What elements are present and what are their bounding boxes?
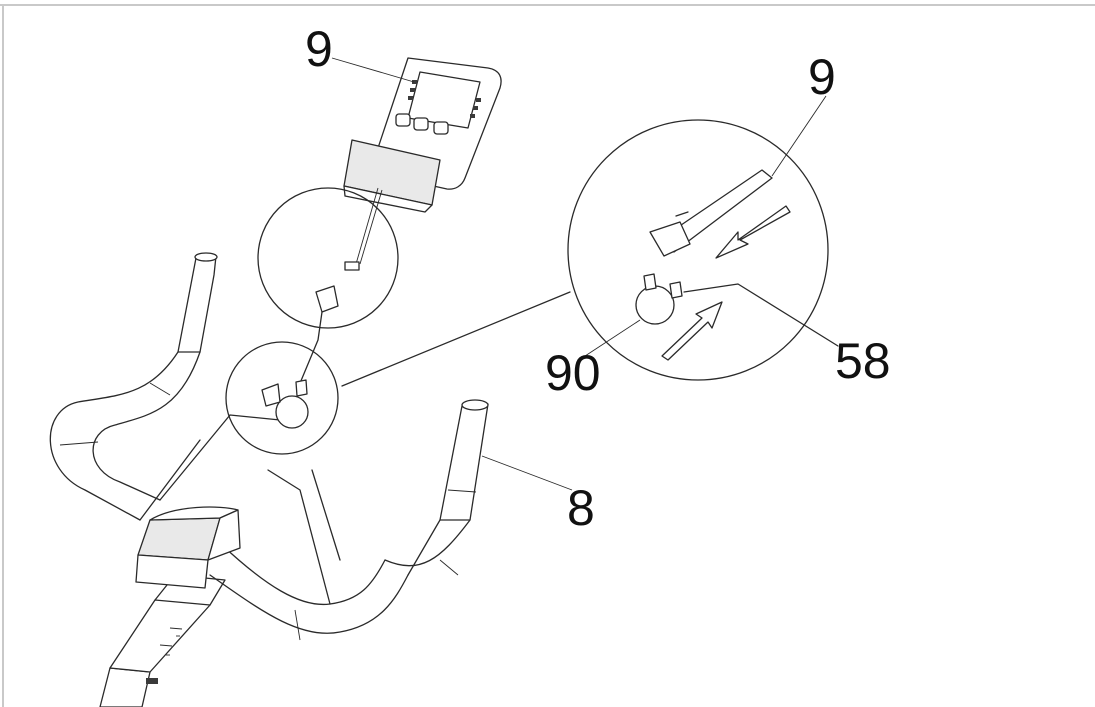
callout-handlebar: 8 bbox=[567, 480, 595, 536]
handlebar bbox=[49, 252, 489, 641]
arrow-up-right-icon bbox=[661, 301, 723, 361]
callout-clamp: 90 bbox=[545, 345, 601, 401]
detail-circle-connector bbox=[257, 187, 399, 389]
detail-circle-clamp bbox=[225, 291, 571, 455]
stem-clamp bbox=[135, 506, 241, 589]
direction-arrows bbox=[661, 205, 791, 361]
arrow-down-left-icon bbox=[715, 205, 791, 259]
callout-bracket: 58 bbox=[835, 333, 891, 389]
callout-console-top: 9 bbox=[305, 21, 333, 77]
console-unit bbox=[343, 57, 502, 213]
detail-circle-enlarged bbox=[567, 119, 839, 381]
leader-lines bbox=[331, 57, 827, 491]
callout-console-detail: 9 bbox=[808, 49, 836, 105]
seat-post bbox=[99, 574, 226, 707]
page-frame bbox=[0, 4, 1095, 707]
